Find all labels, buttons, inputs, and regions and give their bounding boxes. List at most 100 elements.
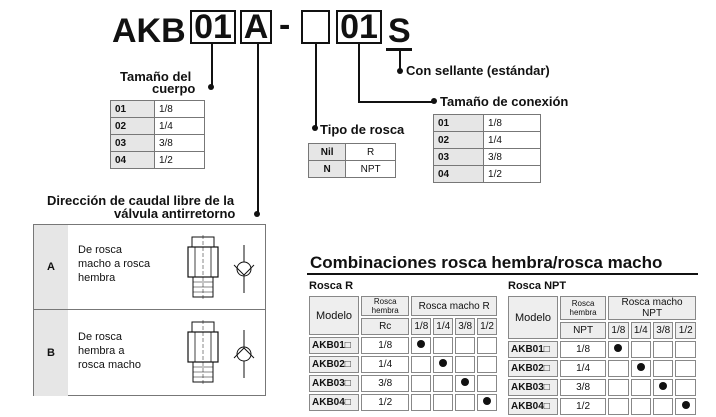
combination-cell [455, 394, 476, 411]
combination-cell [477, 394, 497, 411]
female-header: Rosca hembra [560, 296, 607, 320]
female-cell: 1/8 [560, 341, 607, 358]
thread-value: NPT [345, 160, 396, 178]
direction-text-l1: De rosca [78, 331, 123, 343]
table-row: AKB02□1/4 [508, 360, 696, 377]
body-size-value: 3/8 [153, 134, 206, 152]
fitting-male-to-female-icon [187, 235, 255, 301]
compatible-dot-icon [681, 401, 690, 409]
body-size-value: 1/2 [153, 151, 206, 169]
code-prefix: AKB [112, 12, 186, 50]
direction-text-l1: De rosca [78, 244, 123, 256]
combination-table-r-name: Rosca R [309, 280, 354, 292]
compatible-dot-icon [461, 378, 470, 386]
code-valve-dir-box: A [240, 10, 272, 44]
compatible-dot-icon [417, 340, 426, 348]
combination-cell [455, 337, 476, 354]
direction-text-l2: hembra a [78, 345, 125, 357]
thread-code: Nil [307, 143, 347, 161]
combination-cell [608, 398, 629, 415]
body-size-code: 04 [110, 151, 155, 169]
combination-cell [411, 356, 432, 373]
leader-dot-sealant [397, 68, 403, 74]
table-row: AKB03□3/8 [309, 375, 497, 392]
male-header: Rosca macho NPT [608, 296, 696, 320]
male-size-header: 3/8 [455, 318, 476, 335]
female-cell: 1/4 [560, 360, 607, 377]
female-header: Rosca hembra [361, 296, 410, 316]
table-row: AKB04□1/2 [508, 398, 696, 415]
leader-dot-conn-size [431, 98, 437, 104]
code-port-size-box: 01 [336, 10, 382, 44]
conn-size-code: 02 [432, 131, 485, 149]
combination-cell [455, 375, 476, 392]
direction-text-l2: macho a rosca [78, 258, 151, 270]
combination-cell [477, 337, 497, 354]
combination-cell [675, 360, 696, 377]
model-cell: AKB01□ [508, 341, 558, 358]
body-size-value: 1/8 [153, 100, 206, 118]
conn-size-value: 1/2 [483, 165, 541, 183]
male-size-header: 1/8 [411, 318, 432, 335]
model-cell: AKB04□ [309, 394, 359, 411]
combination-cell [675, 379, 696, 396]
combination-cell [411, 337, 432, 354]
direction-row-b: B De rosca hembra a rosca macho [34, 309, 265, 396]
model-cell: AKB04□ [508, 398, 558, 415]
male-header: Rosca macho R [411, 296, 497, 316]
model-header: Modelo [508, 296, 558, 339]
label-direction-2: válvula antirretorno [114, 206, 236, 221]
combination-cell [653, 379, 674, 396]
conn-size-value: 1/8 [483, 114, 541, 132]
combination-cell [411, 375, 432, 392]
combination-cell [675, 398, 696, 415]
leader-sealant [399, 51, 401, 72]
female-header-sub: Rc [361, 318, 410, 335]
thread-code: N [307, 160, 347, 178]
model-cell: AKB01□ [309, 337, 359, 354]
direction-row-a: A De rosca macho a rosca hembra [34, 225, 265, 309]
male-size-header: 1/2 [477, 318, 497, 335]
compatible-dot-icon [636, 363, 645, 371]
leader-direction [257, 44, 259, 214]
fitting-female-to-male-icon [187, 320, 255, 386]
leader-dot-body-size [208, 84, 214, 90]
code-sealant-underline [386, 48, 412, 51]
table-row: Modelo Rosca hembra Rosca macho R [309, 296, 497, 335]
combination-cell [630, 398, 652, 415]
combination-cell [608, 341, 629, 358]
conn-size-code: 04 [432, 165, 485, 183]
male-size-header: 1/4 [630, 322, 652, 339]
direction-table: A De rosca macho a rosca hembra B De ros… [33, 224, 266, 396]
female-cell: 1/2 [361, 394, 410, 411]
table-row: AKB01□1/8 [508, 341, 696, 358]
combination-cell [653, 360, 674, 377]
direction-key: A [34, 225, 68, 309]
combination-cell [433, 394, 454, 411]
model-cell: AKB02□ [309, 356, 359, 373]
label-thread-type: Tipo de rosca [320, 122, 405, 137]
model-cell: AKB03□ [508, 379, 558, 396]
combination-cell [675, 341, 696, 358]
combination-cell [630, 360, 652, 377]
female-cell: 1/8 [361, 337, 410, 354]
leader-dot-thread [312, 125, 318, 131]
combination-table-r: Modelo Rosca hembra Rosca macho R Rc 1/8… [307, 294, 499, 413]
table-row: AKB01□1/8 [309, 337, 497, 354]
direction-key: B [34, 310, 68, 396]
model-header: Modelo [309, 296, 359, 335]
thread-value: R [345, 143, 396, 161]
body-size-code: 03 [110, 134, 155, 152]
combination-cell [433, 375, 454, 392]
compatible-dot-icon [659, 382, 668, 390]
conn-size-value: 3/8 [483, 148, 541, 166]
